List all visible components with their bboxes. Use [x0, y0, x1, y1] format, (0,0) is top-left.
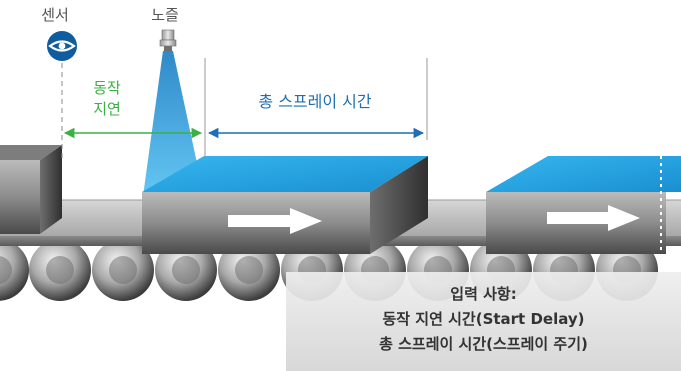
delay-label: 동작 지연 — [74, 78, 140, 120]
info-line-start-delay: 동작 지연 시간(Start Delay) — [382, 310, 585, 328]
total-spray-label: 총 스프레이 시간 — [258, 92, 372, 111]
nozzle-label: 노즐 — [151, 6, 179, 24]
delay-label-line2: 지연 — [93, 100, 121, 118]
conveyor-roller — [218, 239, 280, 301]
delay-label-line1: 동작 — [93, 79, 121, 97]
eye-icon — [47, 31, 77, 61]
input-info-box: 입력 사항: 동작 지연 시간(Start Delay) 총 스프레이 시간(스… — [286, 272, 681, 371]
conveyor-roller — [0, 239, 29, 301]
product-box-middle — [142, 156, 428, 254]
conveyor-roller — [155, 239, 217, 301]
spray-cone — [143, 51, 204, 196]
info-title: 입력 사항: — [450, 285, 517, 303]
conveyor-roller — [92, 239, 154, 301]
product-box-right — [486, 156, 681, 254]
sensor-label: 센서 — [41, 6, 69, 24]
right-arrow-icon — [228, 208, 322, 234]
product-box-left — [0, 145, 62, 234]
spray-nozzle-icon — [159, 29, 177, 51]
conveyor-roller — [29, 239, 91, 301]
right-arrow-icon — [547, 205, 640, 231]
info-line-total-spray: 총 스프레이 시간(스프레이 주기) — [379, 335, 588, 353]
